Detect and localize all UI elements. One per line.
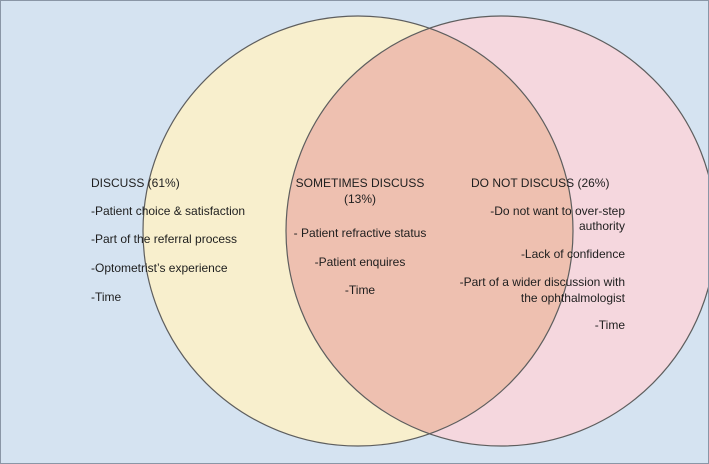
sometimes-discuss-percent: (13%) (343, 192, 376, 206)
discuss-heading: DISCUSS (61%) (91, 176, 180, 190)
do-not-discuss-item: -Lack of confidence (520, 247, 625, 261)
do-not-discuss-item: -Part of a wider discussion with (459, 275, 625, 289)
do-not-discuss-circle-outline (285, 15, 708, 447)
discuss-item: -Time (91, 290, 122, 304)
discuss-circle-outline (142, 15, 574, 447)
sometimes-discuss-overlap (286, 16, 573, 446)
do-not-discuss-item-continued: authority (578, 219, 625, 233)
do-not-discuss-item: -Time (594, 318, 625, 332)
do-not-discuss-heading: DO NOT DISCUSS (26%) (471, 176, 610, 190)
discuss-item: -Patient choice & satisfaction (91, 204, 246, 218)
sometimes-discuss-item: - Patient refractive status (293, 226, 427, 240)
sometimes-discuss-item: -Patient enquires (314, 255, 406, 269)
discuss-item: -Optometrist’s experience (91, 261, 228, 275)
do-not-discuss-item-continued: the ophthalmologist (520, 291, 625, 305)
sometimes-discuss-item: -Time (344, 283, 376, 297)
do-not-discuss-item: -Do not want to over-step (490, 204, 625, 218)
discuss-item: -Part of the referral process (91, 232, 238, 246)
sometimes-discuss-heading: SOMETIMES DISCUSS (295, 176, 425, 190)
